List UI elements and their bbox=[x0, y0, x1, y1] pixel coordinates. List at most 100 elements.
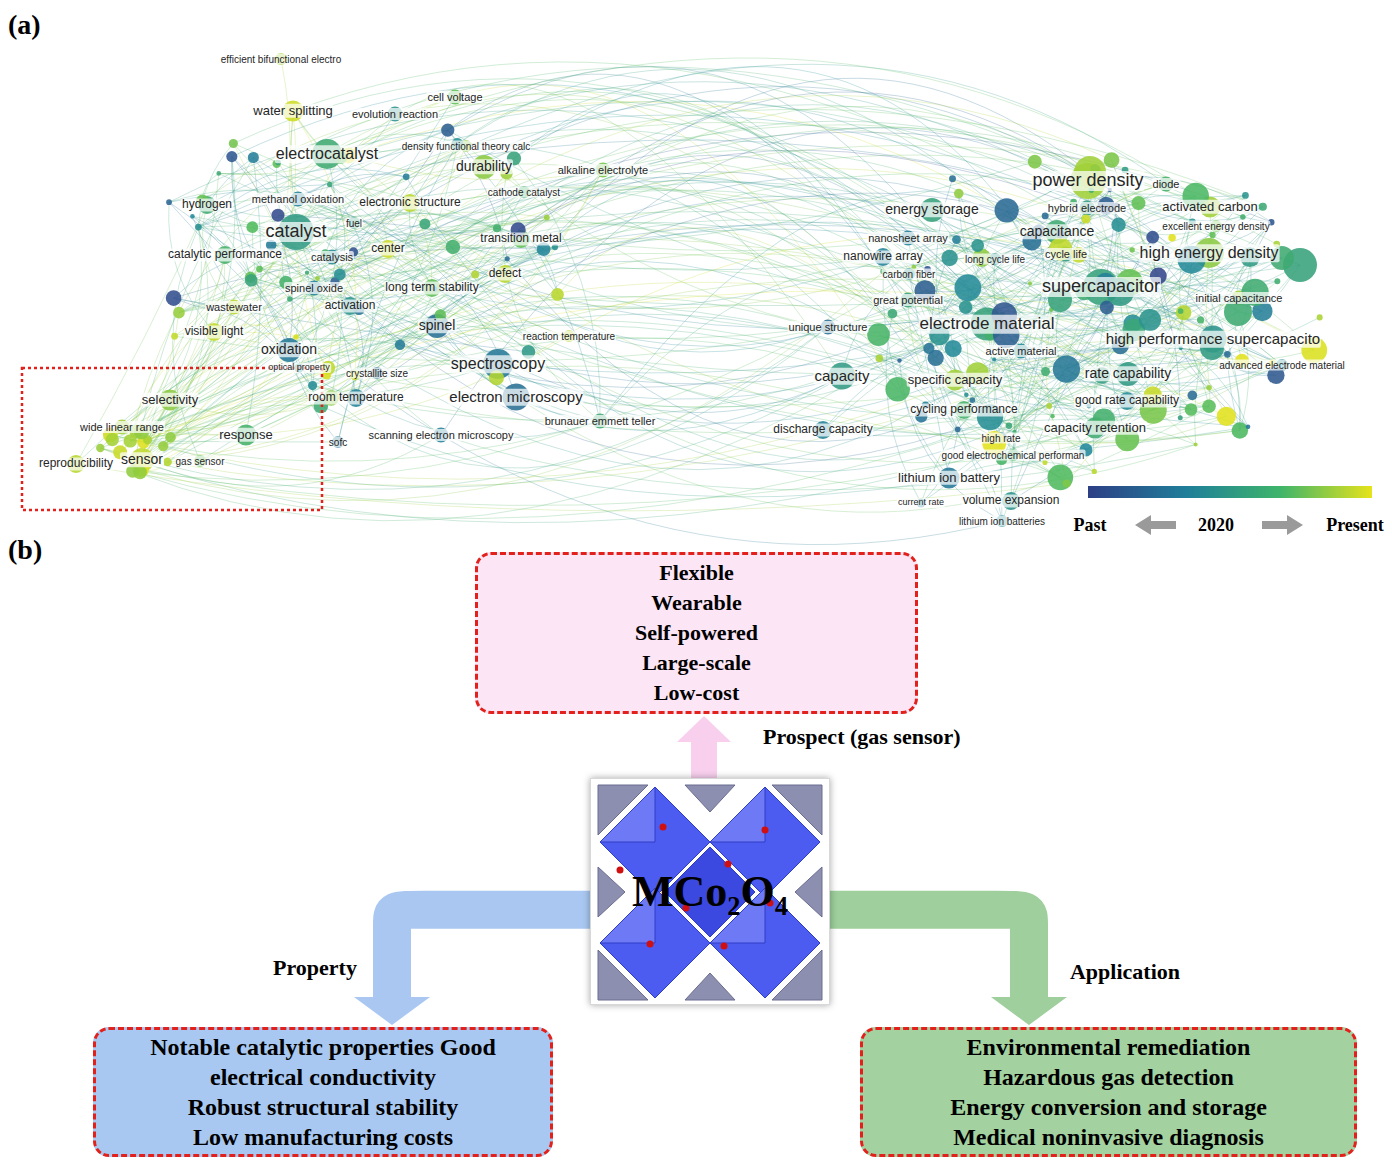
keyword-bubble bbox=[1301, 337, 1327, 363]
keyword-bubble bbox=[544, 215, 550, 221]
keyword-label: sensor bbox=[120, 452, 164, 467]
keyword-bubble bbox=[1115, 427, 1139, 451]
keyword-bubble bbox=[821, 320, 836, 335]
tetrahedron bbox=[598, 867, 625, 917]
keyword-bubble bbox=[1022, 232, 1041, 251]
network-links bbox=[76, 58, 1320, 545]
keyword-label: electrocatalyst bbox=[275, 145, 379, 163]
keyword-bubble bbox=[371, 367, 383, 379]
network-link bbox=[76, 464, 1067, 511]
network-link bbox=[514, 94, 973, 458]
keyword-bubble bbox=[1194, 443, 1198, 447]
keyword-bubble bbox=[1056, 230, 1065, 239]
keyword-bubble bbox=[332, 436, 344, 448]
keyword-label: advanced electrode material bbox=[1218, 360, 1346, 371]
keyword-label: catalysis bbox=[310, 251, 354, 263]
keyword-bubble bbox=[511, 222, 526, 237]
keyword-bubble bbox=[1012, 430, 1016, 434]
keyword-bubble bbox=[435, 309, 446, 320]
keyword-bubble bbox=[924, 266, 931, 273]
network-link bbox=[259, 269, 475, 295]
arrow-body bbox=[830, 910, 1029, 1001]
arrow-label: Prospect (gas sensor) bbox=[763, 725, 961, 749]
keyword-bubble bbox=[915, 410, 927, 422]
keyword-bubble bbox=[271, 209, 284, 222]
keyword-bubble bbox=[563, 330, 575, 342]
keyword-bubble bbox=[1270, 246, 1294, 270]
keyword-label: reaction temperature bbox=[522, 331, 616, 342]
keyword-bubble bbox=[971, 239, 984, 252]
keyword-bubble bbox=[1080, 201, 1095, 216]
octahedron-facet bbox=[600, 787, 655, 842]
timeline-label: Present bbox=[1325, 515, 1385, 536]
keyword-bubble bbox=[451, 138, 463, 150]
application-box: Environmental remediationHazardous gas d… bbox=[860, 1027, 1357, 1157]
arrow-label: Application bbox=[1070, 960, 1180, 984]
keyword-bubble bbox=[1267, 367, 1284, 384]
keyword-bubble bbox=[434, 428, 449, 443]
keyword-bubble bbox=[246, 221, 258, 233]
keyword-bubble bbox=[959, 301, 972, 314]
network-link bbox=[950, 258, 1315, 364]
arrow-head bbox=[677, 716, 731, 742]
keyword-label: active material bbox=[985, 345, 1058, 357]
octahedron-facet bbox=[710, 787, 765, 842]
keyword-bubble bbox=[500, 167, 512, 179]
arrow-body bbox=[392, 910, 590, 1001]
keyword-label: hybrid electrode bbox=[1047, 202, 1127, 214]
keyword-bubble bbox=[327, 182, 332, 187]
keyword-bubble bbox=[419, 218, 430, 229]
keyword-bubble bbox=[1014, 344, 1029, 359]
network-link bbox=[148, 59, 291, 440]
keyword-bubble bbox=[1071, 247, 1087, 263]
network-link bbox=[1134, 330, 1248, 427]
keyword-bubble bbox=[1178, 415, 1183, 420]
keyword-bubble bbox=[283, 101, 304, 122]
keyword-bubble bbox=[227, 300, 242, 315]
keyword-bubble bbox=[379, 240, 397, 258]
network-link bbox=[994, 297, 1234, 360]
network-link bbox=[141, 299, 289, 432]
keyword-bubble bbox=[1204, 201, 1208, 205]
keyword-bubble bbox=[551, 288, 564, 301]
keyword-label: response bbox=[218, 428, 273, 442]
keyword-bubble bbox=[897, 358, 901, 362]
keyword-label: reproducibility bbox=[38, 457, 114, 470]
keyword-bubble bbox=[190, 214, 195, 219]
panel-letter: (b) bbox=[8, 535, 42, 566]
network-link bbox=[448, 130, 1239, 317]
keyword-label: good electrochemical performan bbox=[941, 450, 1086, 461]
structure-ground bbox=[598, 785, 822, 1000]
panel-letter: (a) bbox=[8, 10, 41, 41]
keyword-bubble bbox=[216, 246, 234, 264]
time-colorbar bbox=[1088, 486, 1372, 498]
atom-dot bbox=[725, 861, 732, 868]
keyword-label: wide linear range bbox=[79, 421, 165, 433]
keyword-label: spectroscopy bbox=[450, 355, 546, 373]
keyword-bubble bbox=[171, 333, 178, 340]
network-link bbox=[956, 240, 1126, 341]
network-link bbox=[348, 155, 603, 180]
keyword-label: defect bbox=[488, 267, 523, 280]
node-text: Large-scale bbox=[488, 648, 905, 678]
keyword-bubble bbox=[923, 343, 934, 354]
arrow-label: Property bbox=[273, 956, 357, 980]
keyword-bubble bbox=[901, 231, 916, 246]
keyword-label: efficient bifunctional electro bbox=[220, 54, 342, 65]
keyword-bubble bbox=[982, 431, 1006, 455]
keyword-bubble bbox=[888, 309, 898, 319]
keyword-bubble bbox=[134, 424, 149, 439]
keyword-bubble bbox=[992, 302, 1017, 327]
keyword-bubble bbox=[996, 454, 1007, 465]
keyword-label: cycle life bbox=[1044, 248, 1088, 260]
keyword-bubble bbox=[446, 240, 460, 254]
keyword-label: unique structure bbox=[788, 321, 869, 333]
keyword-bubble bbox=[196, 195, 209, 208]
network-link bbox=[828, 207, 1263, 327]
keyword-bubble bbox=[1114, 203, 1119, 208]
keyword-bubble bbox=[1242, 192, 1249, 199]
keyword-bubble bbox=[166, 199, 172, 205]
keyword-label: density functional theory calc bbox=[401, 141, 531, 152]
